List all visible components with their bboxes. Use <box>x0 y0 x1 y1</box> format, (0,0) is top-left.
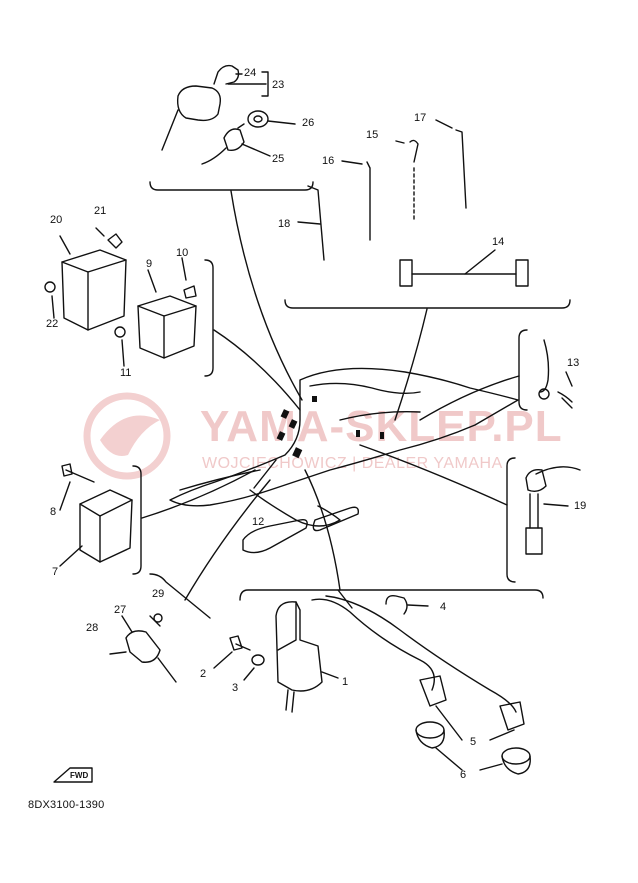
bracket-thermo <box>506 457 516 583</box>
bracket-sensor <box>149 573 211 619</box>
callout-22: 22 <box>46 318 59 330</box>
callout-21: 21 <box>94 205 107 217</box>
callout-20: 20 <box>50 214 63 226</box>
callout-3: 3 <box>232 682 239 694</box>
callout-25: 25 <box>272 153 285 165</box>
callout-6: 6 <box>460 769 467 781</box>
callout-7: 7 <box>52 566 59 578</box>
ski-left <box>242 518 308 554</box>
bracket-rectifier <box>132 465 142 575</box>
callout-1: 1 <box>342 676 349 688</box>
callout-19: 19 <box>574 500 587 512</box>
callout-14: 14 <box>492 236 505 248</box>
chassis <box>169 367 519 507</box>
bracket-earth <box>518 329 528 411</box>
callout-24: 24 <box>244 67 257 79</box>
callout-15: 15 <box>366 129 379 141</box>
callout-12: 12 <box>252 516 265 528</box>
main-switch <box>176 85 222 122</box>
cdi-unit <box>61 249 127 331</box>
relay <box>137 295 197 359</box>
rectifier <box>79 489 133 563</box>
bracket-relays <box>204 259 214 377</box>
callout-10: 10 <box>176 247 189 259</box>
callout-27: 27 <box>114 604 127 616</box>
callout-5: 5 <box>470 736 477 748</box>
ignition-coil <box>275 601 323 692</box>
callout-8: 8 <box>50 506 57 518</box>
ski-right <box>312 506 360 532</box>
bracket-bands <box>284 299 571 309</box>
callout-9: 9 <box>146 258 153 270</box>
callout-13: 13 <box>567 357 580 369</box>
bracket-main-switch <box>149 181 314 191</box>
callout-29: 29 <box>152 588 165 600</box>
fwd-arrow-icon <box>53 767 93 783</box>
callout-17: 17 <box>414 112 427 124</box>
callout-18: 18 <box>278 218 291 230</box>
callout-4: 4 <box>440 601 447 613</box>
document-code: 8DX3100-1390 <box>28 799 105 811</box>
bracket-coil <box>239 589 544 601</box>
callout-23: 23 <box>272 79 285 91</box>
fwd-label: FWD <box>70 771 89 780</box>
callout-16: 16 <box>322 155 335 167</box>
callout-2: 2 <box>200 668 207 680</box>
callout-26: 26 <box>302 117 315 129</box>
callout-11: 11 <box>120 367 132 379</box>
callout-28: 28 <box>86 622 99 634</box>
